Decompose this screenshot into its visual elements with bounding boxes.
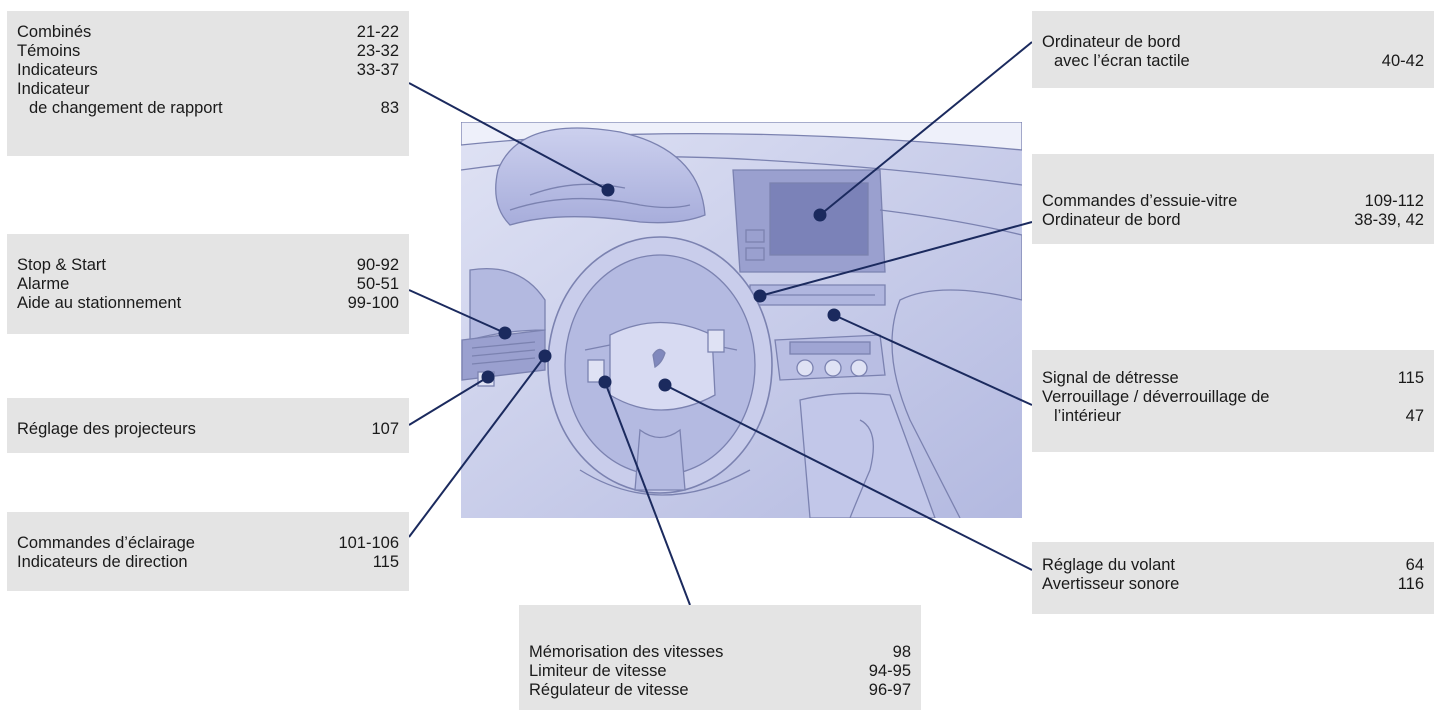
page-reference: 40-42 [1381,52,1424,70]
callout-row: Ordinateur de bord 38-39, 42 [1042,211,1424,230]
page-reference: 47 [1405,407,1424,425]
callout-row: de changement de rapport 83 [17,99,399,118]
page-reference: 90-92 [356,256,399,274]
page-reference: 50-51 [356,275,399,293]
page-reference: 109-112 [1364,192,1424,210]
callout-row: Réglage du volant 64 [1042,556,1424,575]
page-reference: 98 [892,643,911,661]
feature-label: Indicateurs de direction [17,553,188,571]
page-reference: 64 [1405,556,1424,574]
feature-label: Mémorisation des vitesses [529,643,724,661]
callout-row: Réglage des projecteurs 107 [17,420,399,439]
feature-label: Indicateurs [17,61,98,79]
feature-label: Avertisseur sonore [1042,575,1180,593]
page-reference: 83 [380,99,399,117]
callout-row: Combinés 21-22 [17,23,399,42]
feature-label: Signal de détresse [1042,369,1179,387]
feature-label: Témoins [17,42,81,60]
feature-label: Commandes d’éclairage [17,534,195,552]
feature-label: Commandes d’essuie-vitre [1042,192,1238,210]
callout-row: Stop & Start 90-92 [17,256,399,275]
callout-row: Ordinateur de bord [1042,33,1424,52]
callout-row: Aide au stationnement 99-100 [17,294,399,313]
page-reference: 21-22 [356,23,399,41]
feature-label: Limiteur de vitesse [529,662,667,680]
callout-row: Signal de détresse 115 [1042,369,1424,388]
feature-label: avec l’écran tactile [1054,52,1190,70]
feature-label: Verrouillage / déverrouillage de [1042,388,1270,406]
callout-row: Indicateur [17,80,399,99]
callout-row: l’intérieur 47 [1042,407,1424,426]
feature-label: de changement de rapport [29,99,223,117]
callout-row: Témoins 23-32 [17,42,399,61]
callout-row: avec l’écran tactile 40-42 [1042,52,1424,71]
callout-headlamp: Réglage des projecteurs 107 [7,398,409,453]
feature-label: Aide au stationnement [17,294,182,312]
callout-row: Commandes d’essuie-vitre 109-112 [1042,192,1424,211]
page-reference: 107 [371,420,399,438]
feature-label: Combinés [17,23,92,41]
callout-row: Indicateurs 33-37 [17,61,399,80]
page-reference: 94-95 [868,662,911,680]
feature-label: Indicateur [17,80,90,98]
page-reference: 23-32 [356,42,399,60]
callout-row: Régulateur de vitesse 96-97 [529,681,911,700]
callout-row: Alarme 50-51 [17,275,399,294]
feature-label: l’intérieur [1054,407,1121,425]
page-reference: 33-37 [356,61,399,79]
feature-label: Réglage des projecteurs [17,420,196,438]
page-reference: 96-97 [868,681,911,699]
callout-row: Avertisseur sonore 116 [1042,575,1424,594]
page-reference: 38-39, 42 [1354,211,1424,229]
callout-row: Mémorisation des vitesses 98 [529,643,911,662]
page-reference: 99-100 [347,294,399,312]
page-reference: 115 [372,553,399,571]
callout-row: Commandes d’éclairage 101-106 [17,534,399,553]
callout-row: Limiteur de vitesse 94-95 [529,662,911,681]
feature-label: Régulateur de vitesse [529,681,689,699]
feature-label: Ordinateur de bord [1042,211,1181,229]
feature-label: Ordinateur de bord [1042,33,1181,51]
page-reference: 101-106 [338,534,399,552]
callout-row: Indicateurs de direction 115 [17,553,399,572]
feature-label: Stop & Start [17,256,106,274]
feature-label: Alarme [17,275,70,293]
page-reference: 115 [1397,369,1424,387]
feature-label: Réglage du volant [1042,556,1176,574]
callout-row: Verrouillage / déverrouillage de [1042,388,1424,407]
page-reference: 116 [1397,575,1424,593]
